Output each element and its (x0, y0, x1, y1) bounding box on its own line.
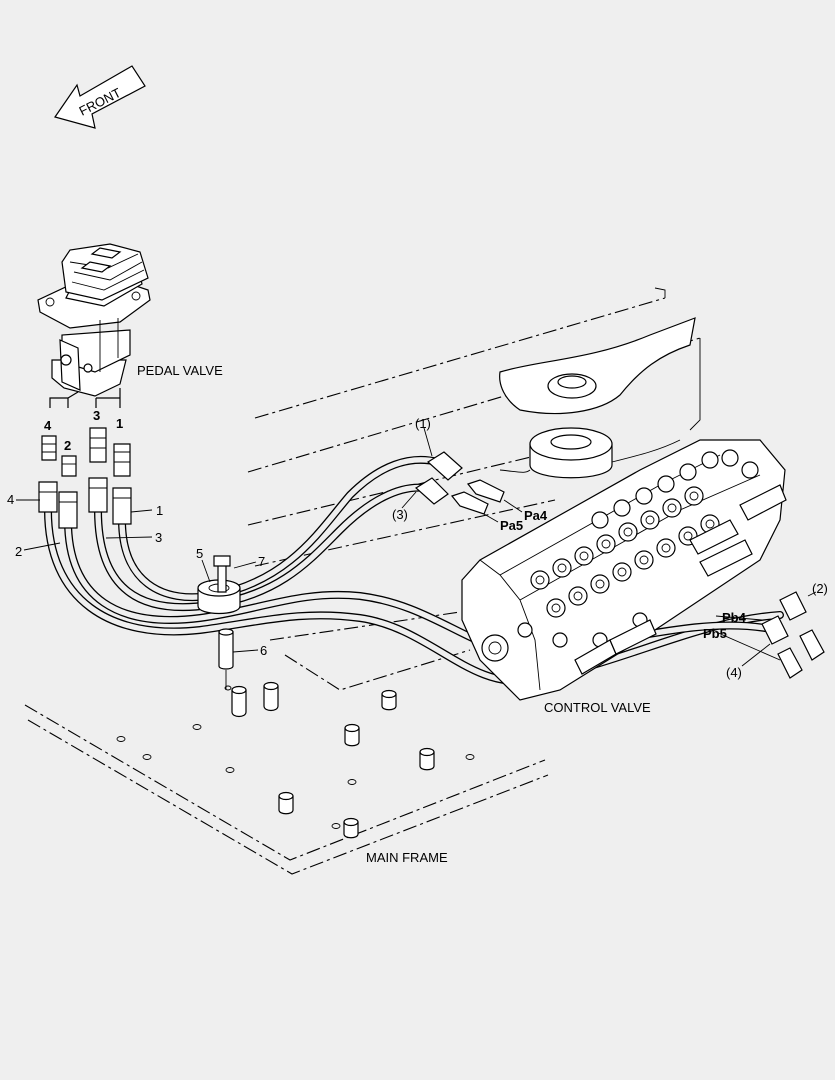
port-label-pb4: Pb4 (722, 610, 747, 625)
front-arrow: FRONT (54, 65, 146, 129)
control-valve-label: CONTROL VALVE (544, 700, 651, 715)
pedal-port-4: 4 (44, 418, 52, 433)
callout-ref-4: (4) (726, 665, 742, 680)
pedal-valve-label: PEDAL VALVE (137, 363, 223, 378)
port-label-pa5: Pa5 (500, 518, 523, 533)
control-valve (461, 439, 787, 701)
callout-ref-1: (1) (415, 416, 431, 431)
pedal-fittings (41, 427, 131, 477)
callout-ref-3: (3) (392, 507, 408, 522)
callout-6: 6 (260, 643, 267, 658)
pedal-port-3: 3 (93, 408, 100, 423)
callout-1: 1 (156, 503, 163, 518)
hose-ends-valve (415, 451, 807, 645)
leader-lines (16, 427, 817, 667)
main-frame-label: MAIN FRAME (366, 850, 448, 865)
clamp-bolt (213, 555, 231, 593)
pedal-valve (37, 243, 151, 408)
callout-ref-2: (2) (812, 581, 828, 596)
pilot-hoses (44, 455, 784, 686)
callout-5: 5 (196, 546, 203, 561)
callout-3: 3 (155, 530, 162, 545)
spacer (218, 628, 234, 690)
callout-2: 2 (15, 544, 22, 559)
callout-4: 4 (7, 492, 14, 507)
port-label-pb5: Pb5 (703, 626, 727, 641)
hose-ends-pedal (38, 477, 132, 529)
valve-ports (481, 449, 759, 662)
callout-7: 7 (258, 554, 265, 569)
pedal-port-1: 1 (116, 416, 123, 431)
port-label-pa4: Pa4 (524, 508, 548, 523)
main-frame (24, 287, 701, 875)
pedal-port-2: 2 (64, 438, 71, 453)
frame-pads (116, 681, 475, 839)
port-adapters (450, 479, 825, 679)
